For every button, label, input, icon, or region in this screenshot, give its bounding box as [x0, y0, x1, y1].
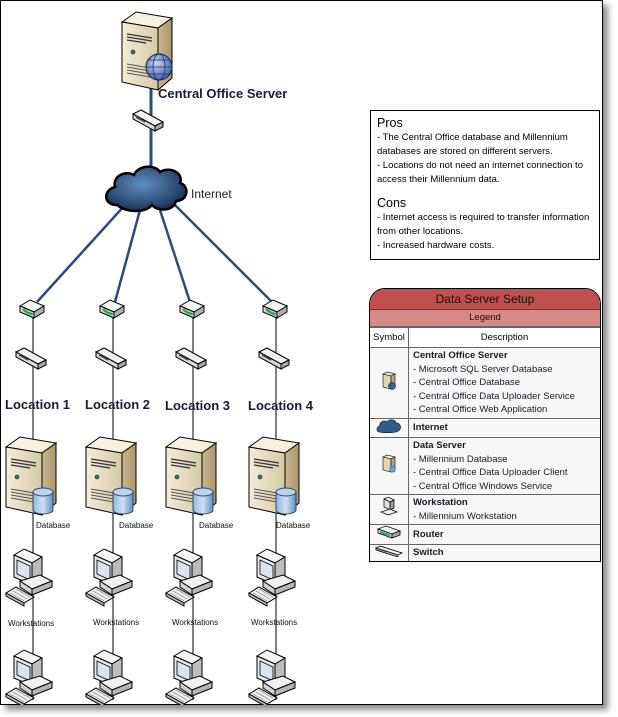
legend-row: Data Server - Millennium Database - Centra… [370, 437, 600, 495]
database-icon [32, 487, 54, 515]
router-icon [376, 525, 402, 542]
workstation-icon [380, 496, 398, 520]
wan-link-location-3 [158, 209, 192, 303]
location-1-workstations-label: Workstations [8, 619, 55, 628]
cons-item: - Increased hardware costs. [377, 240, 495, 251]
legend-item-detail: - Central Office Data Uploader Service [413, 390, 575, 402]
location-3-workstations-label: Workstations [172, 618, 219, 627]
central-switch-icon [132, 109, 164, 132]
internet-cloud-icon [105, 165, 188, 213]
pros-cons-box: Pros - The Central Office database and M… [370, 110, 600, 260]
legend-symbol-cell [370, 543, 409, 561]
legend-description-cell: Central Office Server - Microsoft SQL Ser… [408, 347, 600, 418]
legend-symbol-cell [370, 417, 409, 438]
legend-description-cell: Data Server - Millennium Database - Centra… [408, 437, 600, 495]
wan-link-location-1 [36, 204, 126, 303]
legend-subtitle: Legend [370, 310, 600, 327]
workstation-icon [5, 649, 53, 705]
legend-item-name: Switch [413, 547, 444, 558]
legend-item-name: Internet [413, 422, 448, 433]
legend-col-description: Description [408, 327, 600, 348]
legend-col-symbol: Symbol [370, 327, 409, 348]
location-3-label: Location 3 [165, 398, 231, 413]
pros-title: Pros [377, 116, 403, 130]
network-diagram [5, 11, 300, 705]
workstation-icon [165, 649, 213, 705]
router-icon [98, 298, 126, 320]
legend-description-cell: Internet [408, 417, 600, 438]
workstation-icon [248, 548, 296, 607]
location-3-database-label: Database [199, 521, 234, 530]
legend-row: Workstation - Millennium Workstation [370, 494, 600, 525]
legend-item-detail: - Microsoft SQL Server Database [413, 363, 553, 375]
legend-item-name: Central Office Server [413, 350, 508, 361]
location-3-stack [165, 298, 217, 705]
switch-icon [374, 545, 404, 560]
legend-item-detail: - Central Office Web Application [413, 404, 548, 415]
legend-item-detail: - Central Office Database [413, 377, 521, 388]
database-icon [275, 487, 297, 515]
pros-item: - The Central Office database and Millen… [377, 132, 568, 157]
globe-icon [145, 53, 173, 81]
location-2-database-label: Database [119, 521, 154, 530]
location-1-stack [5, 298, 57, 705]
legend-item-name: Data Server [413, 440, 466, 451]
location-4-label: Location 4 [248, 398, 314, 413]
legend-description-cell: Workstation - Millennium Workstation [408, 494, 600, 525]
location-4-stack [248, 298, 300, 705]
legend-item-name: Workstation [413, 497, 468, 508]
wan-link-location-2 [113, 209, 142, 303]
wan-link-location-4 [174, 204, 273, 303]
legend-item-detail: - Millennium Database [413, 453, 508, 465]
switch-icon [258, 347, 290, 370]
database-icon [192, 487, 214, 515]
location-2-workstations-label: Workstations [93, 618, 140, 627]
legend-title: Data Server Setup [370, 289, 600, 310]
cons-title: Cons [377, 196, 407, 210]
workstation-icon [85, 649, 133, 705]
data-server-icon [381, 454, 397, 477]
legend-item-name: Router [413, 528, 444, 540]
workstation-icon [85, 548, 133, 607]
internet-cloud-icon [376, 418, 402, 436]
workstation-icon [5, 548, 53, 607]
legend-item-detail: - Central Office Data Uploader Client [413, 467, 568, 478]
switch-icon [15, 347, 47, 370]
legend-row: Central Office Server - Microsoft SQL Ser… [370, 347, 600, 418]
pros-item: - Locations do not need an internet conn… [377, 160, 583, 185]
database-icon [112, 487, 134, 515]
legend-symbol-cell [370, 437, 409, 495]
legend-description-cell: Switch [408, 543, 600, 561]
legend-header-row: Symbol Description [370, 327, 600, 348]
internet-label: Internet [191, 187, 232, 201]
legend-symbol-cell [370, 524, 409, 544]
legend-row: Router [370, 524, 600, 544]
legend-symbol-cell [370, 347, 409, 418]
legend-row: Internet [370, 417, 600, 438]
workstation-icon [248, 649, 296, 705]
legend-item-detail: - Central Office Windows Service [413, 480, 553, 492]
location-4-workstations-label: Workstations [251, 618, 298, 627]
switch-icon [95, 347, 127, 370]
legend-symbol-cell [370, 494, 409, 525]
central-office-server-label: Central Office Server [158, 86, 288, 101]
location-4-database-label: Database [276, 521, 311, 530]
legend-panel: Data Server Setup Legend Symbol Descript… [369, 288, 601, 562]
cons-item: - Internet access is required to transfe… [377, 212, 590, 237]
router-icon [178, 298, 206, 320]
switch-icon [175, 347, 207, 370]
location-2-stack [85, 298, 137, 705]
workstation-icon [165, 548, 213, 607]
location-1-label: Location 1 [5, 397, 71, 412]
legend-row: Switch [370, 543, 600, 561]
central-server-icon [381, 371, 397, 394]
legend-description-cell: Router [408, 524, 600, 544]
location-1-database-label: Database [36, 521, 71, 530]
router-icon [261, 298, 289, 320]
router-icon [18, 298, 46, 320]
location-2-label: Location 2 [85, 397, 151, 412]
legend-item-detail: - Millennium Workstation [413, 510, 517, 522]
legend-table: Symbol Description Central Office Server… [370, 327, 600, 561]
